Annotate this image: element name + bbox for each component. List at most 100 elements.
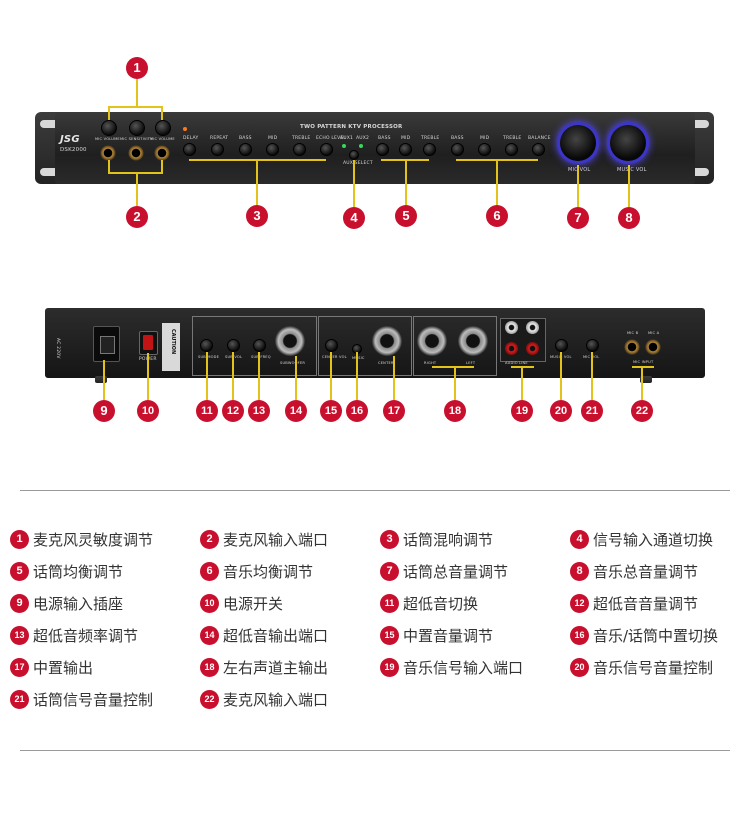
rear-label: MUSIC [352,356,365,360]
callout-18: 18 [444,400,466,422]
mic-eq-mid-knob[interactable] [399,143,412,156]
center-vol-knob[interactable] [325,339,338,352]
center-section [318,316,412,376]
rca-input-red[interactable] [526,342,539,355]
legend-number: 22 [200,689,219,709]
left-xlr-output[interactable] [458,326,488,356]
callout-3: 3 [246,205,268,227]
legend-text: 话筒总音量调节 [403,562,509,581]
mic-input-jack[interactable] [154,145,170,161]
mic-b-input-jack[interactable] [624,339,640,355]
balance-knob[interactable] [532,143,545,156]
sub-mode-switch[interactable] [200,339,213,352]
mic-sensitivity-knob[interactable] [155,120,171,136]
mic-a-input-jack[interactable] [645,339,661,355]
repeat-knob[interactable] [211,143,224,156]
callout-17: 17 [383,400,405,422]
control-label-aux1: AUX1 [340,136,354,141]
control-label-echo-level: ECHO LEVEL [316,136,347,141]
legend-text: 话筒均衡调节 [33,562,124,581]
music-bass-knob[interactable] [451,143,464,156]
sub-vol-knob[interactable] [227,339,240,352]
legend-text: 超低音切换 [403,594,479,613]
leader-line [454,366,456,400]
callout-10: 10 [137,400,159,422]
rear-label: LEFT [466,361,476,365]
mic-volume-knob[interactable] [560,125,596,161]
mic-treble-knob[interactable] [293,143,306,156]
aux-select-button[interactable] [349,150,359,160]
music-mid-knob[interactable] [478,143,491,156]
callout-1: 1 [126,57,148,79]
leader-line [353,160,355,207]
rca-input-red[interactable] [505,342,518,355]
sub-freq-knob[interactable] [253,339,266,352]
brand-logo: JSG [60,134,80,145]
mic-eq-treble-knob[interactable] [423,143,436,156]
mic-input-jack[interactable] [100,145,116,161]
music-treble-knob[interactable] [505,143,518,156]
delay-led [183,127,187,131]
callout-13: 13 [248,400,270,422]
legend-number: 14 [200,625,219,645]
legend-number: 19 [380,657,399,677]
legend-text: 麦克风灵敏度调节 [33,530,154,549]
leader-line [641,366,643,400]
power-inlet[interactable] [93,326,120,362]
mic-input-vol-knob[interactable] [586,339,599,352]
leader-line [161,160,163,174]
subwoofer-xlr-output[interactable] [275,326,305,356]
control-label-bass: BASS [451,136,464,141]
mic-sensitivity-knob[interactable] [101,120,117,136]
rca-input-white[interactable] [505,321,518,334]
delay-knob[interactable] [183,143,196,156]
rear-label: SUBWOOFER [280,361,306,365]
power-switch-rocker [143,335,153,350]
callout-15: 15 [320,400,342,422]
leader-line [591,352,593,400]
aux2-led [359,144,363,148]
power-inlet-pins [100,336,115,354]
leader-line [356,352,358,400]
control-label-mid: MID [401,136,411,141]
rear-foot-right [640,376,652,383]
rear-label: SUB FREQ [251,355,271,359]
callout-19: 19 [511,400,533,422]
mic-sensitivity-knob[interactable] [129,120,145,136]
rack-slot [689,120,709,128]
power-switch[interactable] [139,331,158,355]
music-input-vol-knob[interactable] [555,339,568,352]
mic-knob-label: MIC VOLUME [95,137,120,141]
music-volume-knob[interactable] [610,125,646,161]
leader-line [108,106,110,120]
leader-line [136,172,138,206]
mic-eq-bass-knob[interactable] [376,143,389,156]
mic-bass-knob[interactable] [239,143,252,156]
legend-number: 21 [10,689,29,709]
legend-text: 麦克风输入端口 [223,530,329,549]
callout-8: 8 [618,207,640,229]
control-label-balance: BALANCE [528,136,551,141]
rear-label: SUB MODE [198,355,220,359]
legend-number: 7 [380,561,399,581]
right-xlr-output[interactable] [417,326,447,356]
mic-knob-label: MIC SENSITIVITY [120,137,153,141]
subwoofer-section [192,316,317,376]
callout-11: 11 [196,400,218,422]
aux1-led [342,144,346,148]
control-label-treble: TREBLE [421,136,440,141]
mic-input-jack[interactable] [128,145,144,161]
rca-input-white[interactable] [526,321,539,334]
echo-level-knob[interactable] [320,143,333,156]
control-label-treble: TREBLE [292,136,311,141]
rear-label: CENTER [378,361,394,365]
mic-mid-knob[interactable] [266,143,279,156]
center-xlr-output[interactable] [372,326,402,356]
leader-line [108,106,163,108]
leader-line [393,356,395,400]
